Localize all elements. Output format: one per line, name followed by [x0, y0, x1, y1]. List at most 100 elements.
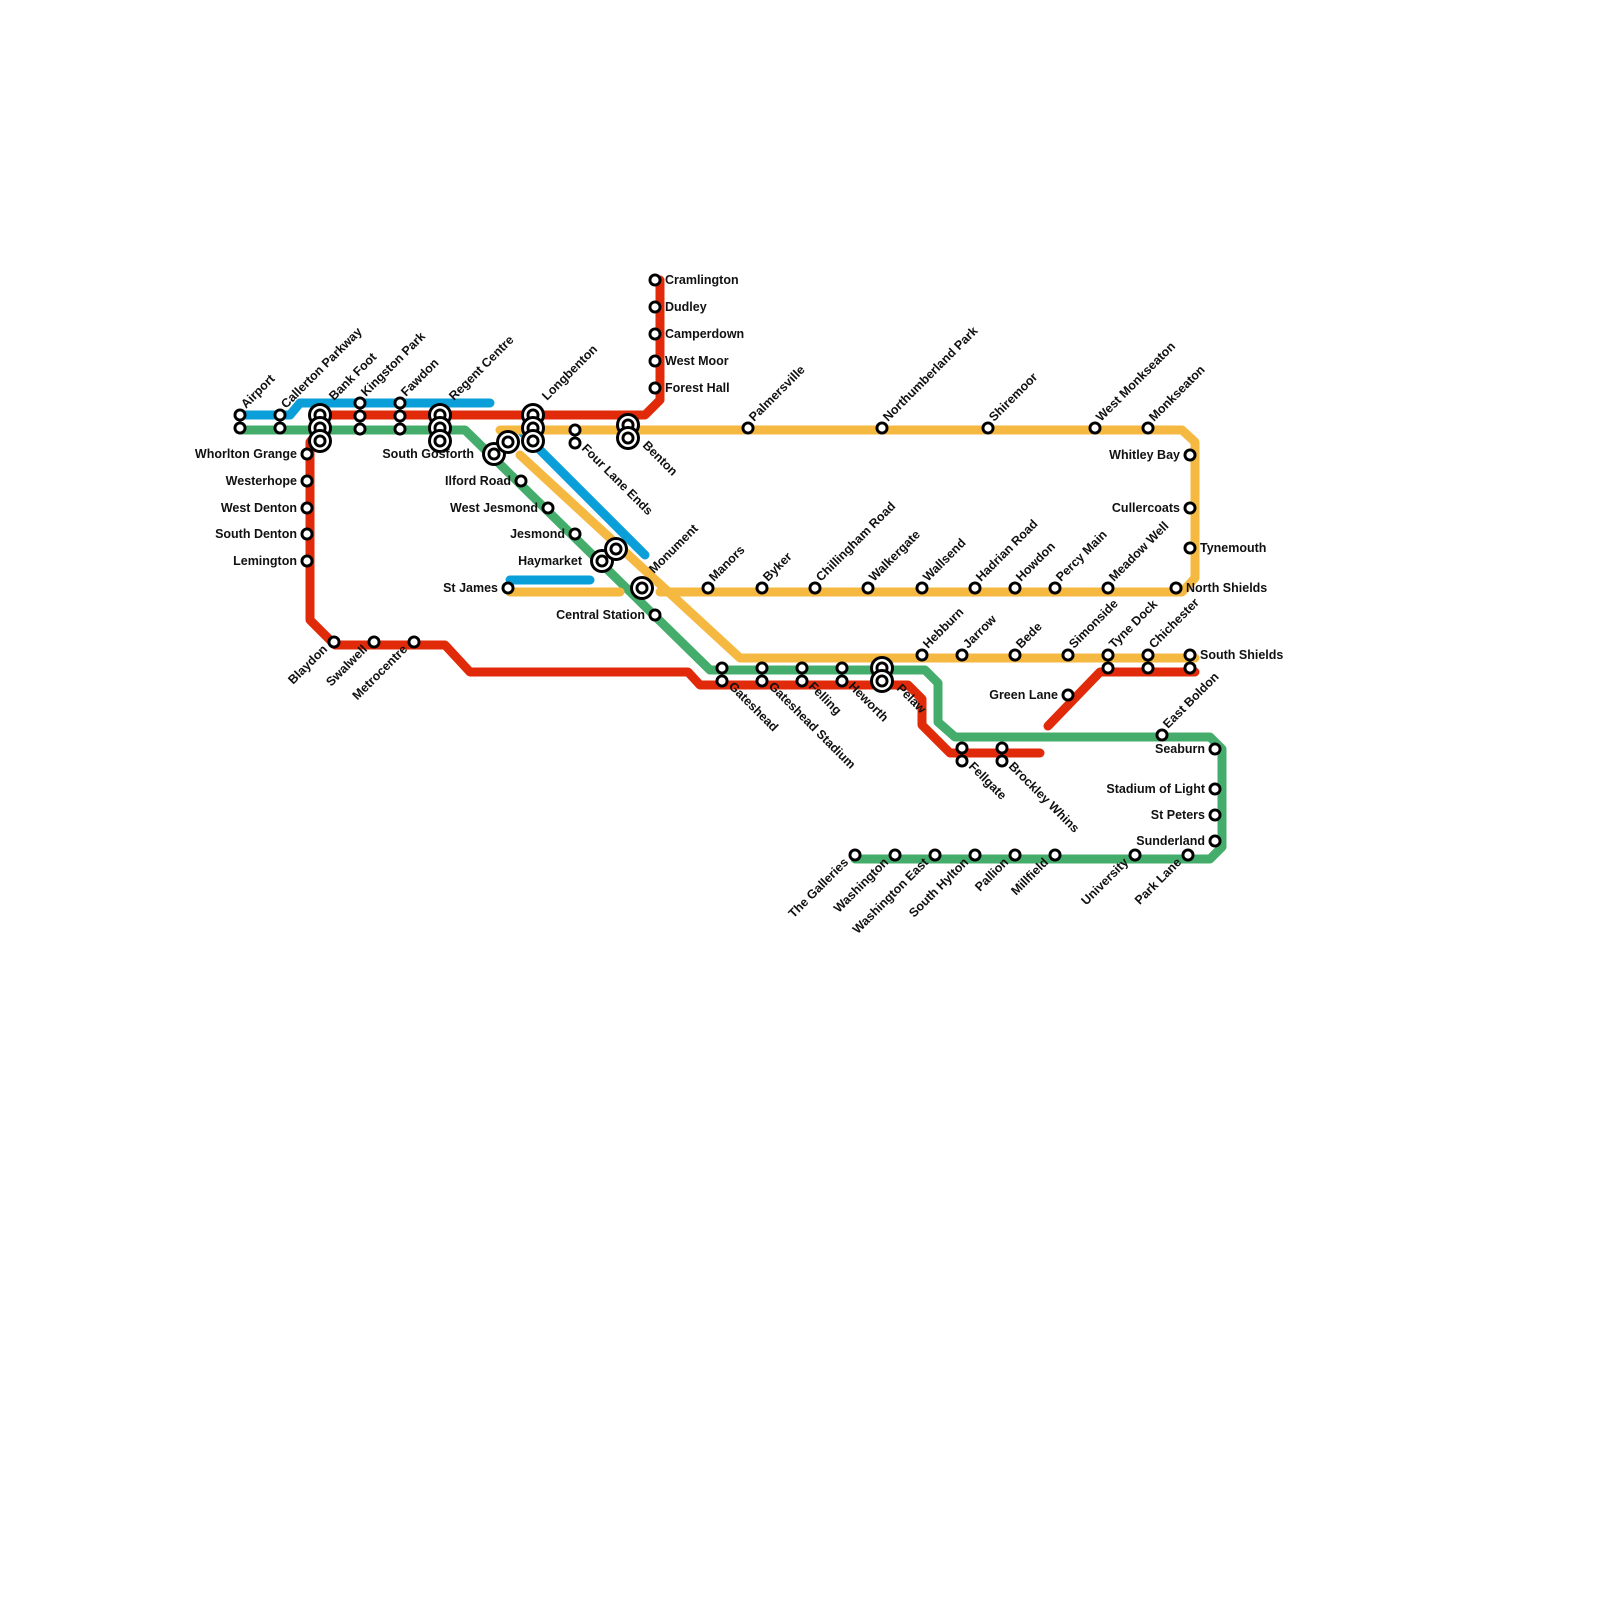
station-seaburn[interactable]	[1208, 742, 1222, 756]
station-kingston-park[interactable]	[353, 396, 367, 436]
station-camperdown[interactable]	[648, 327, 662, 341]
station-jesmond[interactable]	[568, 527, 582, 541]
station-palmersville[interactable]	[741, 421, 755, 435]
station-label-central-station: Central Station	[556, 608, 645, 622]
station-tynemouth[interactable]	[1183, 541, 1197, 555]
station-airport[interactable]	[233, 408, 247, 435]
station-whitley-bay[interactable]	[1183, 448, 1197, 462]
station-chichester[interactable]	[1141, 648, 1155, 675]
station-label-byker: Byker	[760, 550, 795, 585]
station-shiremoor[interactable]	[981, 421, 995, 435]
station-chillingham-road[interactable]	[808, 581, 822, 595]
station-pallion[interactable]	[1008, 848, 1022, 862]
station-gateshead[interactable]	[715, 661, 729, 688]
station-label-west-jesmond: West Jesmond	[450, 501, 538, 515]
station-cramlington[interactable]	[648, 273, 662, 287]
station-stadium-of-light[interactable]	[1208, 782, 1222, 796]
station-brockley-whins[interactable]	[995, 741, 1009, 768]
station-wallsend[interactable]	[915, 581, 929, 595]
station-label-south-shields: South Shields	[1200, 648, 1283, 662]
station-howdon[interactable]	[1008, 581, 1022, 595]
station-dudley[interactable]	[648, 300, 662, 314]
station-label-dudley: Dudley	[665, 300, 707, 314]
station-label-wallsend: Wallsend	[920, 536, 968, 584]
station-pelaw[interactable]	[870, 656, 894, 693]
station-label-monkseaton: Monkseaton	[1146, 363, 1207, 424]
station-longbenton[interactable]	[521, 403, 545, 453]
station-park-lane[interactable]	[1181, 848, 1195, 862]
station-manors[interactable]	[701, 581, 715, 595]
station-byker[interactable]	[755, 581, 769, 595]
station-label-south-gosforth: South Gosforth	[382, 447, 474, 461]
station-heworth[interactable]	[835, 661, 849, 688]
station-west-jesmond[interactable]	[541, 501, 555, 515]
station-south-gosforth[interactable]	[482, 430, 520, 466]
station-west-denton[interactable]	[300, 501, 314, 515]
station-simonside[interactable]	[1061, 648, 1075, 662]
station-university[interactable]	[1128, 848, 1142, 862]
station-percy-main[interactable]	[1048, 581, 1062, 595]
station-regent-centre[interactable]	[428, 403, 452, 453]
station-fawdon[interactable]	[393, 396, 407, 436]
station-south-denton[interactable]	[300, 527, 314, 541]
station-haymarket[interactable]	[590, 537, 628, 573]
station-bede[interactable]	[1008, 648, 1022, 662]
station-label-manors: Manors	[706, 543, 747, 584]
station-monument[interactable]	[630, 576, 654, 600]
station-label-west-moor: West Moor	[665, 354, 729, 368]
station-washington[interactable]	[888, 848, 902, 862]
station-whorlton-grange[interactable]	[300, 447, 314, 461]
station-blaydon[interactable]	[327, 635, 341, 649]
station-ilford-road[interactable]	[514, 474, 528, 488]
station-hebburn[interactable]	[915, 648, 929, 662]
station-monkseaton[interactable]	[1141, 421, 1155, 435]
station-callerton-parkway[interactable]	[273, 408, 287, 435]
station-label-cullercoats: Cullercoats	[1112, 501, 1180, 515]
station-label-percy-main: Percy Main	[1053, 528, 1110, 585]
station-label-hebburn: Hebburn	[920, 605, 966, 651]
station-forest-hall[interactable]	[648, 381, 662, 395]
station-northumberland-park[interactable]	[875, 421, 889, 435]
station-label-stadium-of-light: Stadium of Light	[1106, 782, 1205, 796]
station-st-james[interactable]	[501, 581, 515, 595]
station-st-peters[interactable]	[1208, 808, 1222, 822]
station-label-jesmond: Jesmond	[510, 527, 565, 541]
station-label-south-denton: South Denton	[215, 527, 297, 541]
station-four-lane-ends[interactable]	[568, 423, 582, 450]
station-hadrian-road[interactable]	[968, 581, 982, 595]
station-bank-foot[interactable]	[308, 403, 332, 453]
route-line-green[interactable]	[235, 425, 1227, 864]
station-fellgate[interactable]	[955, 741, 969, 768]
station-west-monkseaton[interactable]	[1088, 421, 1102, 435]
station-the-galleries[interactable]	[848, 848, 862, 862]
station-swalwell[interactable]	[367, 635, 381, 649]
station-gateshead-stadium[interactable]	[755, 661, 769, 688]
station-label-brockley-whins: Brockley Whins	[1006, 759, 1082, 835]
station-westerhope[interactable]	[300, 474, 314, 488]
station-walkergate[interactable]	[861, 581, 875, 595]
station-central-station[interactable]	[648, 608, 662, 622]
station-north-shields[interactable]	[1169, 581, 1183, 595]
station-meadow-well[interactable]	[1101, 581, 1115, 595]
station-label-st-peters: St Peters	[1151, 808, 1205, 822]
station-metrocentre[interactable]	[407, 635, 421, 649]
station-sunderland[interactable]	[1208, 834, 1222, 848]
station-lemington[interactable]	[300, 554, 314, 568]
station-south-hylton[interactable]	[968, 848, 982, 862]
station-benton[interactable]	[616, 413, 640, 450]
station-label-green-lane: Green Lane	[989, 688, 1058, 702]
station-cullercoats[interactable]	[1183, 501, 1197, 515]
station-washington-east[interactable]	[928, 848, 942, 862]
station-south-shields[interactable]	[1183, 648, 1197, 675]
station-label-east-boldon: East Boldon	[1160, 670, 1221, 731]
station-tyne-dock[interactable]	[1101, 648, 1115, 675]
station-green-lane[interactable]	[1061, 688, 1075, 702]
route-line-red[interactable]	[305, 275, 1200, 758]
station-millfield[interactable]	[1048, 848, 1062, 862]
station-west-moor[interactable]	[648, 354, 662, 368]
station-jarrow[interactable]	[955, 648, 969, 662]
station-label-jarrow: Jarrow	[960, 612, 999, 651]
station-label-monument: Monument	[646, 521, 701, 576]
station-felling[interactable]	[795, 661, 809, 688]
station-east-boldon[interactable]	[1155, 728, 1169, 742]
